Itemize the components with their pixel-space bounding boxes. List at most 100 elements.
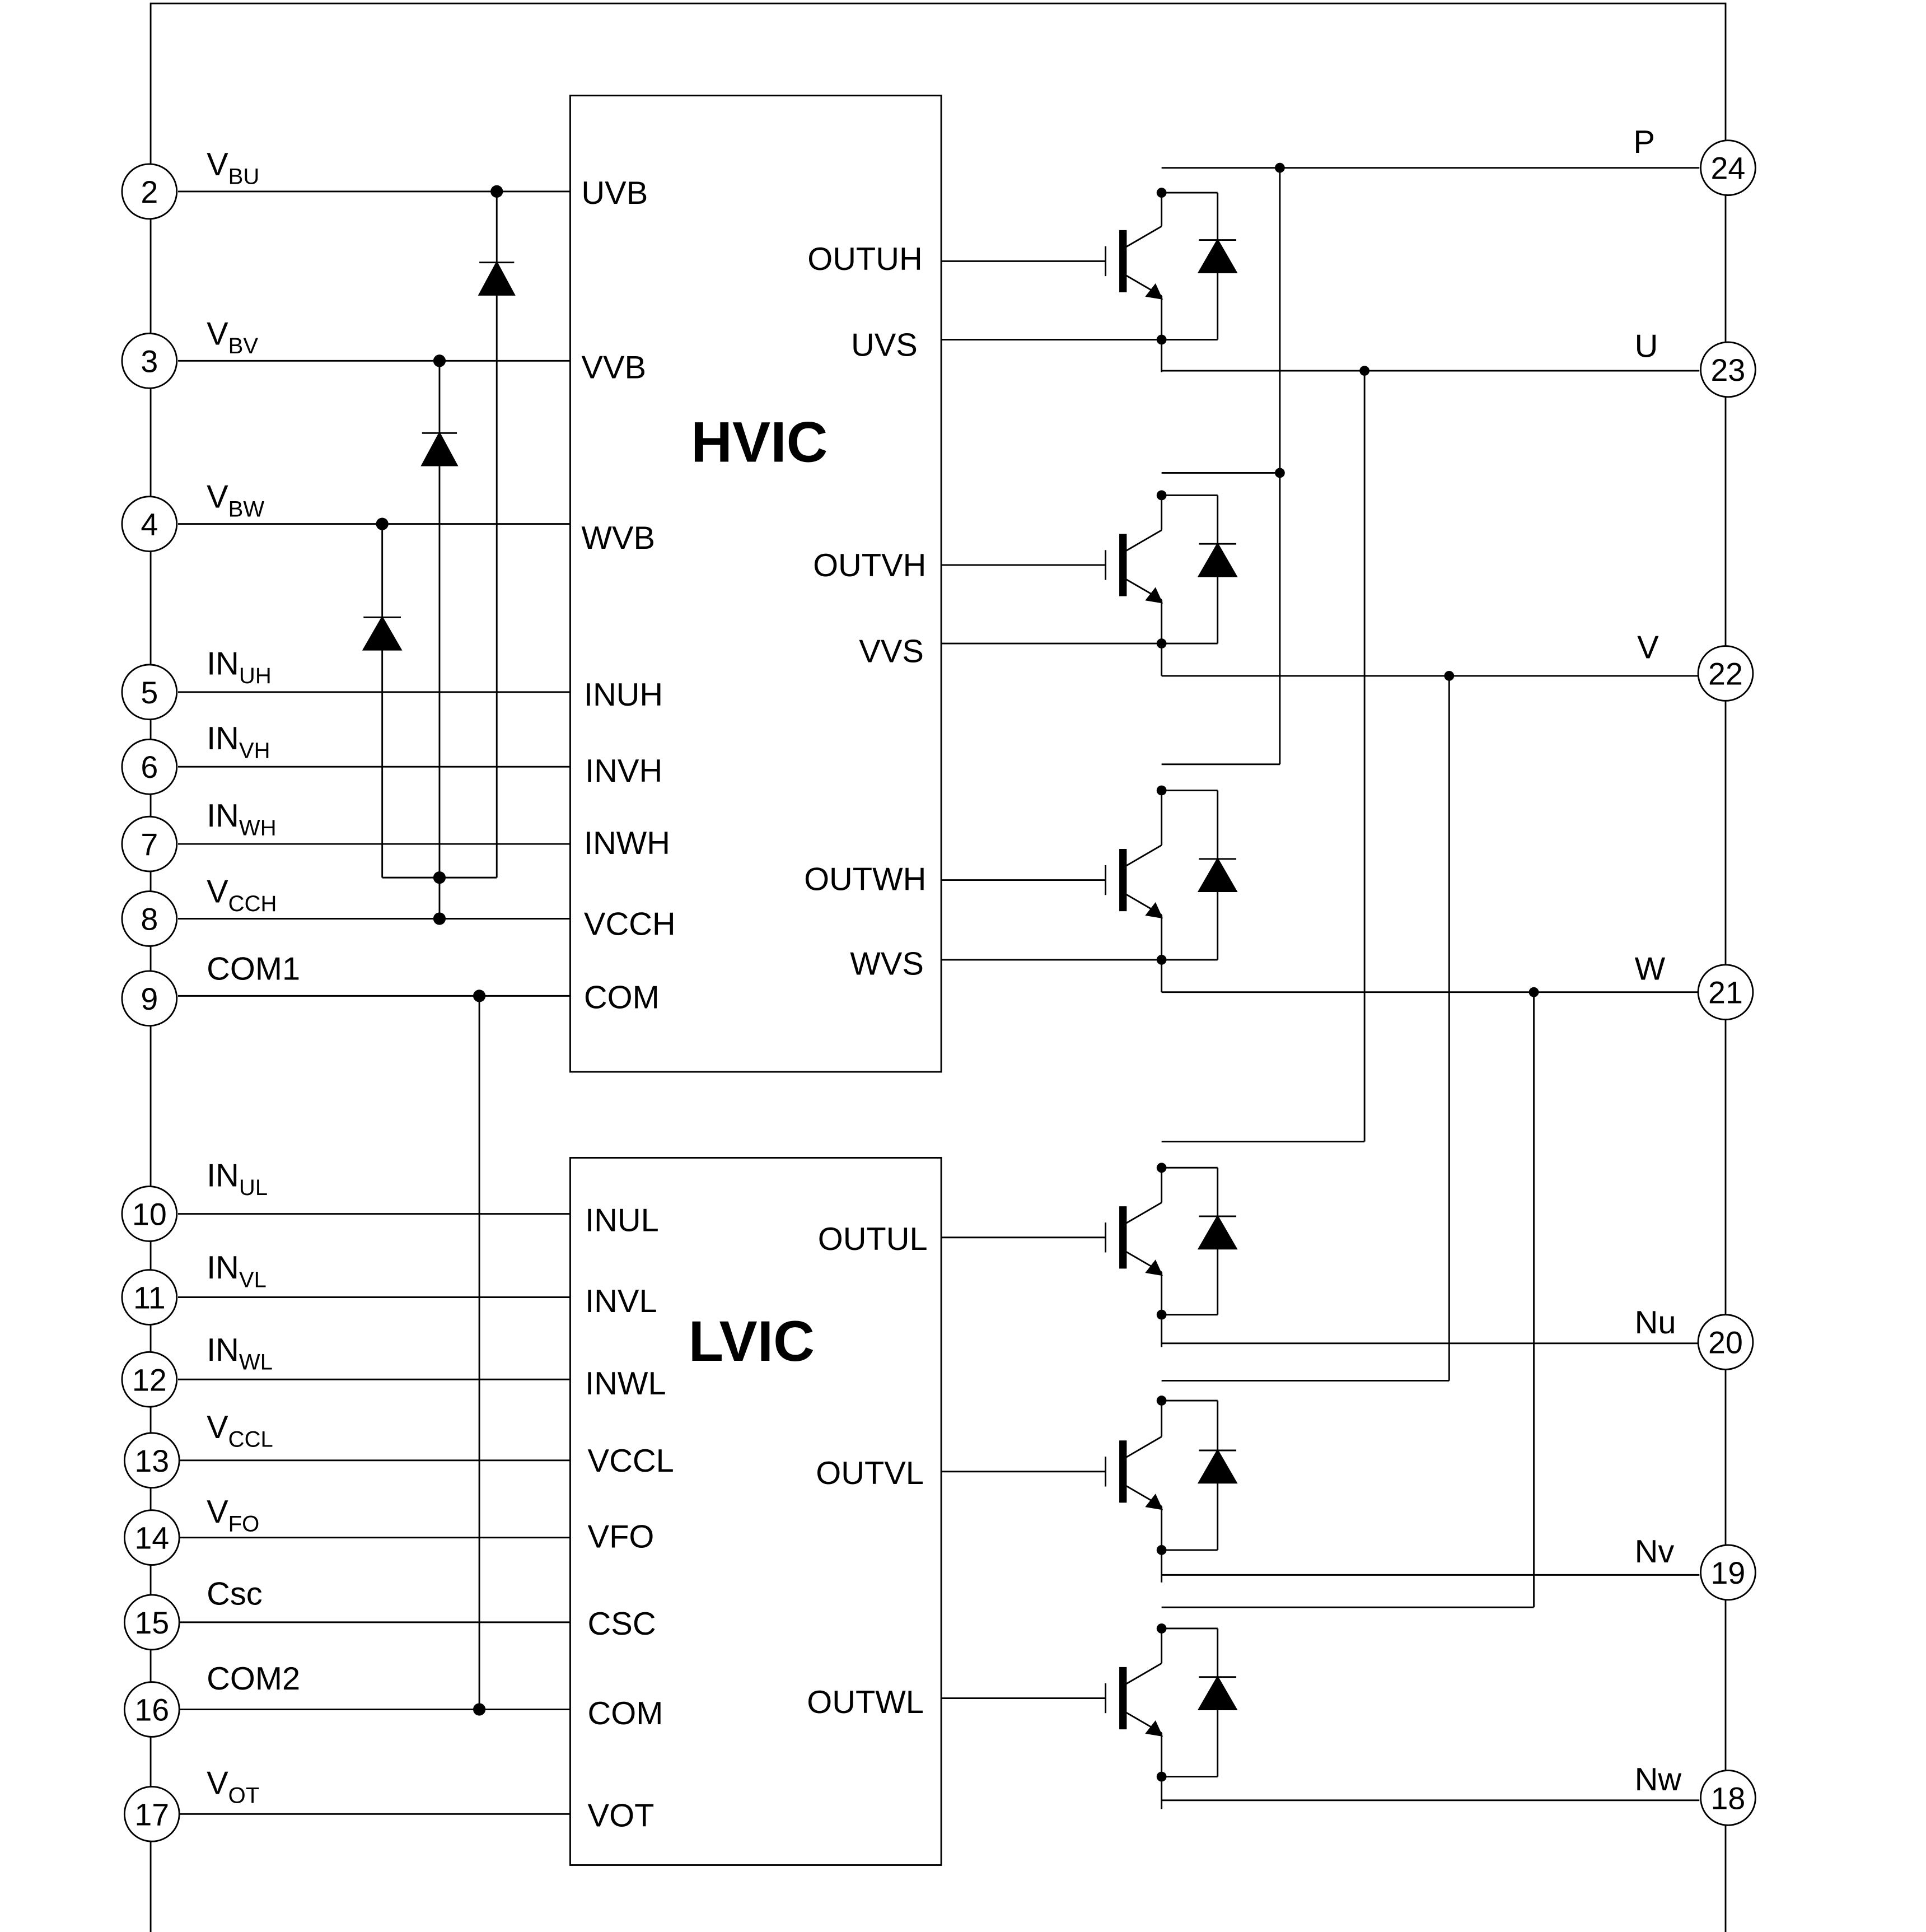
terminal-circle xyxy=(1700,1770,1756,1826)
terminal-number: 8 xyxy=(141,902,158,937)
terminal-label: INUH xyxy=(207,646,272,689)
terminal-label-sub: WH xyxy=(239,816,277,841)
diode-icon xyxy=(362,615,403,651)
terminal-label: INVH xyxy=(207,721,270,763)
terminal-label: COM2 xyxy=(207,1661,300,1697)
terminal-number: 9 xyxy=(141,982,158,1016)
diode-icon xyxy=(478,260,516,296)
terminal-circle xyxy=(1700,139,1756,197)
terminal-number: 16 xyxy=(134,1693,169,1728)
hvic-pin-invh: INVH xyxy=(585,753,662,789)
terminal-label: VCCH xyxy=(207,874,277,917)
terminal-label-main: V xyxy=(207,874,228,910)
lvic-title: LVIC xyxy=(689,1309,815,1373)
terminal-circle xyxy=(123,1681,180,1738)
left-terminals: 2VBU3VBV4VBW5INUH6INVH7INWH8VCCH9COM110I… xyxy=(121,147,300,1842)
terminal-number: 19 xyxy=(1711,1556,1746,1590)
lvic-pin-vot: VOT xyxy=(588,1798,655,1834)
hvic-pin-uvb: UVB xyxy=(581,175,648,211)
lvic-pin-csc: CSC xyxy=(588,1606,656,1642)
terminal-circle xyxy=(121,1186,178,1242)
lvic-block xyxy=(569,1156,942,1866)
terminal-label-main: IN xyxy=(207,646,239,682)
terminal-number: 7 xyxy=(141,827,158,862)
terminal-label-main: IN xyxy=(207,798,239,834)
terminal-label-main: IN xyxy=(207,1332,239,1368)
terminal-label-main: COM1 xyxy=(207,951,300,987)
hvic-block xyxy=(569,95,942,1073)
bootstrap-diodes xyxy=(362,260,516,651)
lvic-pin-invl: INVL xyxy=(585,1284,657,1319)
terminal-circle xyxy=(1697,1314,1754,1370)
terminal-number: 14 xyxy=(134,1521,169,1556)
lvic-pin-inul: INUL xyxy=(585,1203,659,1239)
terminal-24: 24 P xyxy=(1633,124,1756,197)
terminal-label-main: IN xyxy=(207,721,239,757)
terminal-label: VBU xyxy=(207,147,259,189)
terminal-label: VOT xyxy=(207,1766,259,1808)
terminal-circle xyxy=(121,163,178,220)
terminal-7: 7 INWH xyxy=(121,798,277,872)
terminal-label-main: V xyxy=(207,479,228,515)
terminal-circle xyxy=(1697,964,1754,1021)
terminal-label-sub: BW xyxy=(228,497,265,521)
terminal-label-sub: UL xyxy=(239,1175,268,1200)
terminal-number: 20 xyxy=(1708,1326,1743,1360)
terminal-14: 14 VFO xyxy=(123,1494,259,1566)
terminal-9: 9 COM1 xyxy=(121,951,300,1027)
hvic-pin-vcch: VCCH xyxy=(584,906,676,942)
freewheel-diode-icon xyxy=(1197,542,1238,577)
terminal-circle xyxy=(121,738,178,795)
terminal-label: Nw xyxy=(1635,1762,1682,1798)
terminal-4: 4 VBW xyxy=(121,479,264,552)
terminal-number: 4 xyxy=(141,507,158,542)
hvic-pin-outwh: OUTWH xyxy=(804,861,926,897)
freewheel-diode-icon xyxy=(1197,1215,1238,1250)
freewheel-diode-icon xyxy=(1197,238,1238,273)
terminal-22: 22V xyxy=(1637,630,1754,702)
package-outline xyxy=(149,2,1727,1932)
lvic-pin-outul: OUTUL xyxy=(818,1221,928,1257)
terminal-number: 5 xyxy=(141,675,158,710)
terminal-label: Csc xyxy=(207,1576,263,1612)
igbt-cells xyxy=(1105,188,1238,1809)
hvic-pin-vvs: VVS xyxy=(859,633,924,669)
hvic-pin-com: COM xyxy=(584,980,660,1016)
terminal-17: 17 VOT xyxy=(123,1766,259,1842)
terminal-label-main: IN xyxy=(207,1158,239,1194)
terminal-number: 24 xyxy=(1711,151,1746,186)
terminal-label: VBW xyxy=(207,479,264,522)
terminal-label-sub: CCH xyxy=(228,892,277,916)
terminal-label: INWL xyxy=(207,1332,273,1375)
igbt-icon xyxy=(1105,1396,1238,1583)
terminal-label-sub: VL xyxy=(239,1268,267,1292)
terminal-circle xyxy=(121,970,178,1027)
terminal-circle xyxy=(121,1351,178,1408)
terminal-label: VFO xyxy=(207,1494,259,1537)
hvic-pin-vvb: VVB xyxy=(581,349,646,385)
terminal-number: 17 xyxy=(134,1797,169,1832)
terminal-label-main: V xyxy=(207,316,228,352)
terminal-label: P xyxy=(1633,124,1655,160)
terminal-number: 15 xyxy=(134,1606,169,1640)
terminal-number: 21 xyxy=(1708,976,1743,1010)
terminal-number: 11 xyxy=(133,1281,166,1315)
terminal-label-main: V xyxy=(207,1766,228,1802)
hvic-pin-outvh: OUTVH xyxy=(813,548,926,584)
terminal-label-main: COM2 xyxy=(207,1661,300,1697)
terminal-16: 16 COM2 xyxy=(123,1661,300,1738)
hvic-pin-outuh: OUTUH xyxy=(807,241,922,277)
terminal-number: 23 xyxy=(1711,353,1746,388)
junction-dots xyxy=(376,162,1539,1716)
igbt-icon xyxy=(1105,785,1238,992)
igbt-icon xyxy=(1105,1623,1238,1809)
